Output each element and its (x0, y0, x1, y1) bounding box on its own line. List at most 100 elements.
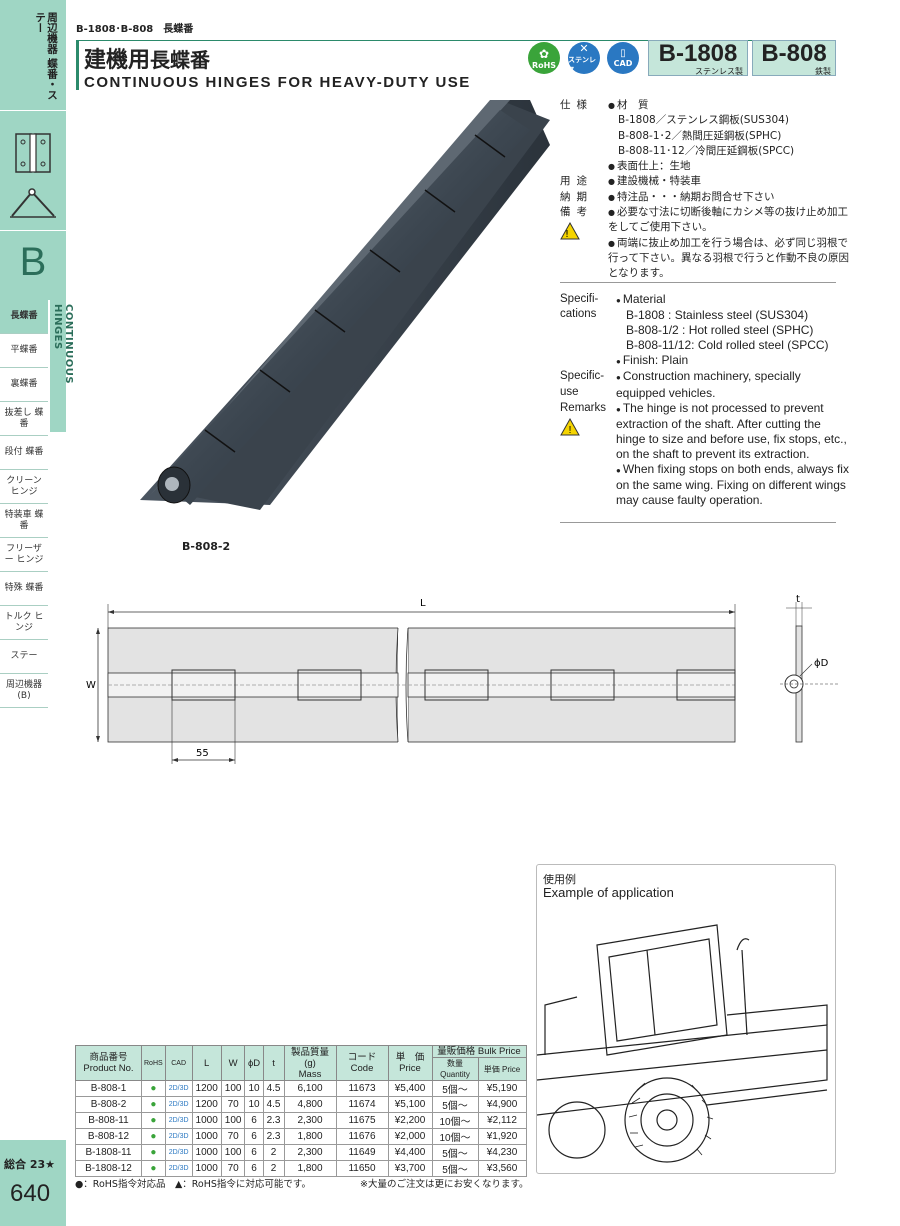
cell-pn: B-1808-11 (75, 1144, 142, 1161)
sidebar-item-continuous[interactable]: 長蝶番 (0, 300, 48, 334)
cell-mass: 2,300 (283, 1144, 337, 1161)
dim-label-55: 55 (196, 748, 209, 759)
hinge-photo (140, 100, 550, 510)
cell-cad: 2D/3D (164, 1160, 193, 1177)
divider (560, 522, 836, 523)
cell-rohs: ● (141, 1112, 166, 1129)
sidebar-item-vehicle[interactable]: 特装車 蝶番 (0, 504, 48, 538)
warning-icon: ! (560, 222, 580, 240)
sidebar-item-flat[interactable]: 平蝶番 (0, 334, 48, 368)
sidebar-nav: 長蝶番 平蝶番 裏蝶番 抜差し 蝶番 段付 蝶番 クリーン ヒンジ 特装車 蝶番… (0, 300, 48, 708)
dim-label-phiD: ϕD (814, 658, 829, 669)
title-accent (76, 40, 79, 90)
cell-price: ¥3,700 (387, 1160, 433, 1177)
sidebar-item-clean[interactable]: クリーン ヒンジ (0, 470, 48, 504)
table-note: ●：RoHS指令対応品 ▲：RoHS指令に対応可能です。 (75, 1179, 311, 1190)
cell-bulk: ¥5,190 (477, 1080, 527, 1097)
cell-t: 2 (262, 1144, 285, 1161)
cell-qty: 10個～ (431, 1112, 479, 1129)
cell-price: ¥2,000 (387, 1128, 433, 1145)
cell-t: 2 (262, 1160, 285, 1177)
cell-D: 10 (244, 1096, 264, 1113)
col-mass: 製品質量(g)Mass (283, 1045, 337, 1081)
col-bulk-price: 単価 Price (477, 1057, 527, 1081)
dim-label-W: W (86, 680, 96, 691)
warning-icon: ! (560, 417, 580, 436)
cell-D: 10 (244, 1080, 264, 1097)
cell-W: 100 (220, 1112, 246, 1129)
cell-D: 6 (244, 1112, 264, 1129)
cell-price: ¥5,100 (387, 1096, 433, 1113)
col-bulk: 量販価格 Bulk Price (431, 1045, 527, 1058)
cell-code: 11676 (335, 1128, 389, 1145)
model-box-b808: B-808 鉄製 (752, 40, 836, 76)
sidebar: 周辺機器 蝶番・ステー B 長蝶番 平蝶番 裏蝶番 抜差し 蝶番 段付 蝶番 ク… (0, 0, 74, 1226)
cell-bulk: ¥4,900 (477, 1096, 527, 1113)
sidebar-item-peripheral[interactable]: 周辺機器 (B) (0, 674, 48, 708)
cell-qty: 5個～ (431, 1144, 479, 1161)
cell-qty: 5個～ (431, 1160, 479, 1177)
cell-pn: B-808-12 (75, 1128, 142, 1145)
sidebar-item-back[interactable]: 裏蝶番 (0, 368, 48, 402)
application-title-jp: 使用例 (543, 873, 576, 886)
cell-qty: 5個～ (431, 1080, 479, 1097)
sidebar-item-stay[interactable]: ステー (0, 640, 48, 674)
spec-english: Specifi-cations Material B-1808 : Stainl… (560, 292, 850, 508)
col-W: W (220, 1045, 246, 1081)
cell-bulk: ¥3,560 (477, 1160, 527, 1177)
page-number: 640 (10, 1180, 51, 1207)
photo-caption: B-808-2 (182, 540, 231, 553)
cell-L: 1000 (191, 1144, 222, 1161)
cell-L: 1000 (191, 1128, 222, 1145)
cell-t: 4.5 (262, 1080, 285, 1097)
cell-mass: 6,100 (283, 1080, 337, 1097)
sidebar-item-liftoff[interactable]: 抜差し 蝶番 (0, 402, 48, 436)
cell-D: 6 (244, 1128, 264, 1145)
cell-code: 11673 (335, 1080, 389, 1097)
col-t: t (262, 1045, 285, 1081)
cell-qty: 10個～ (431, 1128, 479, 1145)
col-rohs: RoHS (141, 1045, 166, 1081)
cell-D: 6 (244, 1144, 264, 1161)
cell-L: 1200 (191, 1096, 222, 1113)
cell-rohs: ● (141, 1128, 166, 1145)
sidebar-vertical-label: CONTINUOUS HINGES (50, 300, 74, 432)
cell-code: 11650 (335, 1160, 389, 1177)
col-L: L (191, 1045, 222, 1081)
col-qty: 数量 Quantity (431, 1057, 479, 1081)
sidebar-item-freezer[interactable]: フリーザー ヒンジ (0, 538, 48, 572)
dim-label-t: t (796, 594, 800, 605)
divider (0, 110, 66, 111)
cell-t: 2.3 (262, 1112, 285, 1129)
wheel-loader-illustration (537, 924, 828, 1163)
cell-code: 11649 (335, 1144, 389, 1161)
dim-label-L: L (420, 598, 426, 609)
divider (76, 40, 836, 41)
cell-rohs: ● (141, 1080, 166, 1097)
table-note: ※大量のご注文は更にお安くなります。 (360, 1179, 529, 1190)
col-D: ϕD (244, 1045, 264, 1081)
breadcrumb: B-1808･B-808 長蝶番 (76, 24, 194, 35)
sidebar-item-torque[interactable]: トルク ヒンジ (0, 606, 48, 640)
sidebar-item-stepped[interactable]: 段付 蝶番 (0, 436, 48, 470)
cell-D: 6 (244, 1160, 264, 1177)
spec-japanese: 仕様材 質 B-1808／ステンレス鋼板(SUS304) B-808-1･2／熱… (560, 98, 850, 282)
cell-mass: 1,800 (283, 1128, 337, 1145)
cell-code: 11674 (335, 1096, 389, 1113)
sidebar-item-special[interactable]: 特殊 蝶番 (0, 572, 48, 606)
cell-L: 1200 (191, 1080, 222, 1097)
cell-cad: 2D/3D (164, 1080, 193, 1097)
cell-W: 70 (220, 1096, 246, 1113)
divider (560, 282, 836, 283)
svg-text:!: ! (569, 425, 572, 436)
cell-cad: 2D/3D (164, 1096, 193, 1113)
cell-rohs: ● (141, 1160, 166, 1177)
